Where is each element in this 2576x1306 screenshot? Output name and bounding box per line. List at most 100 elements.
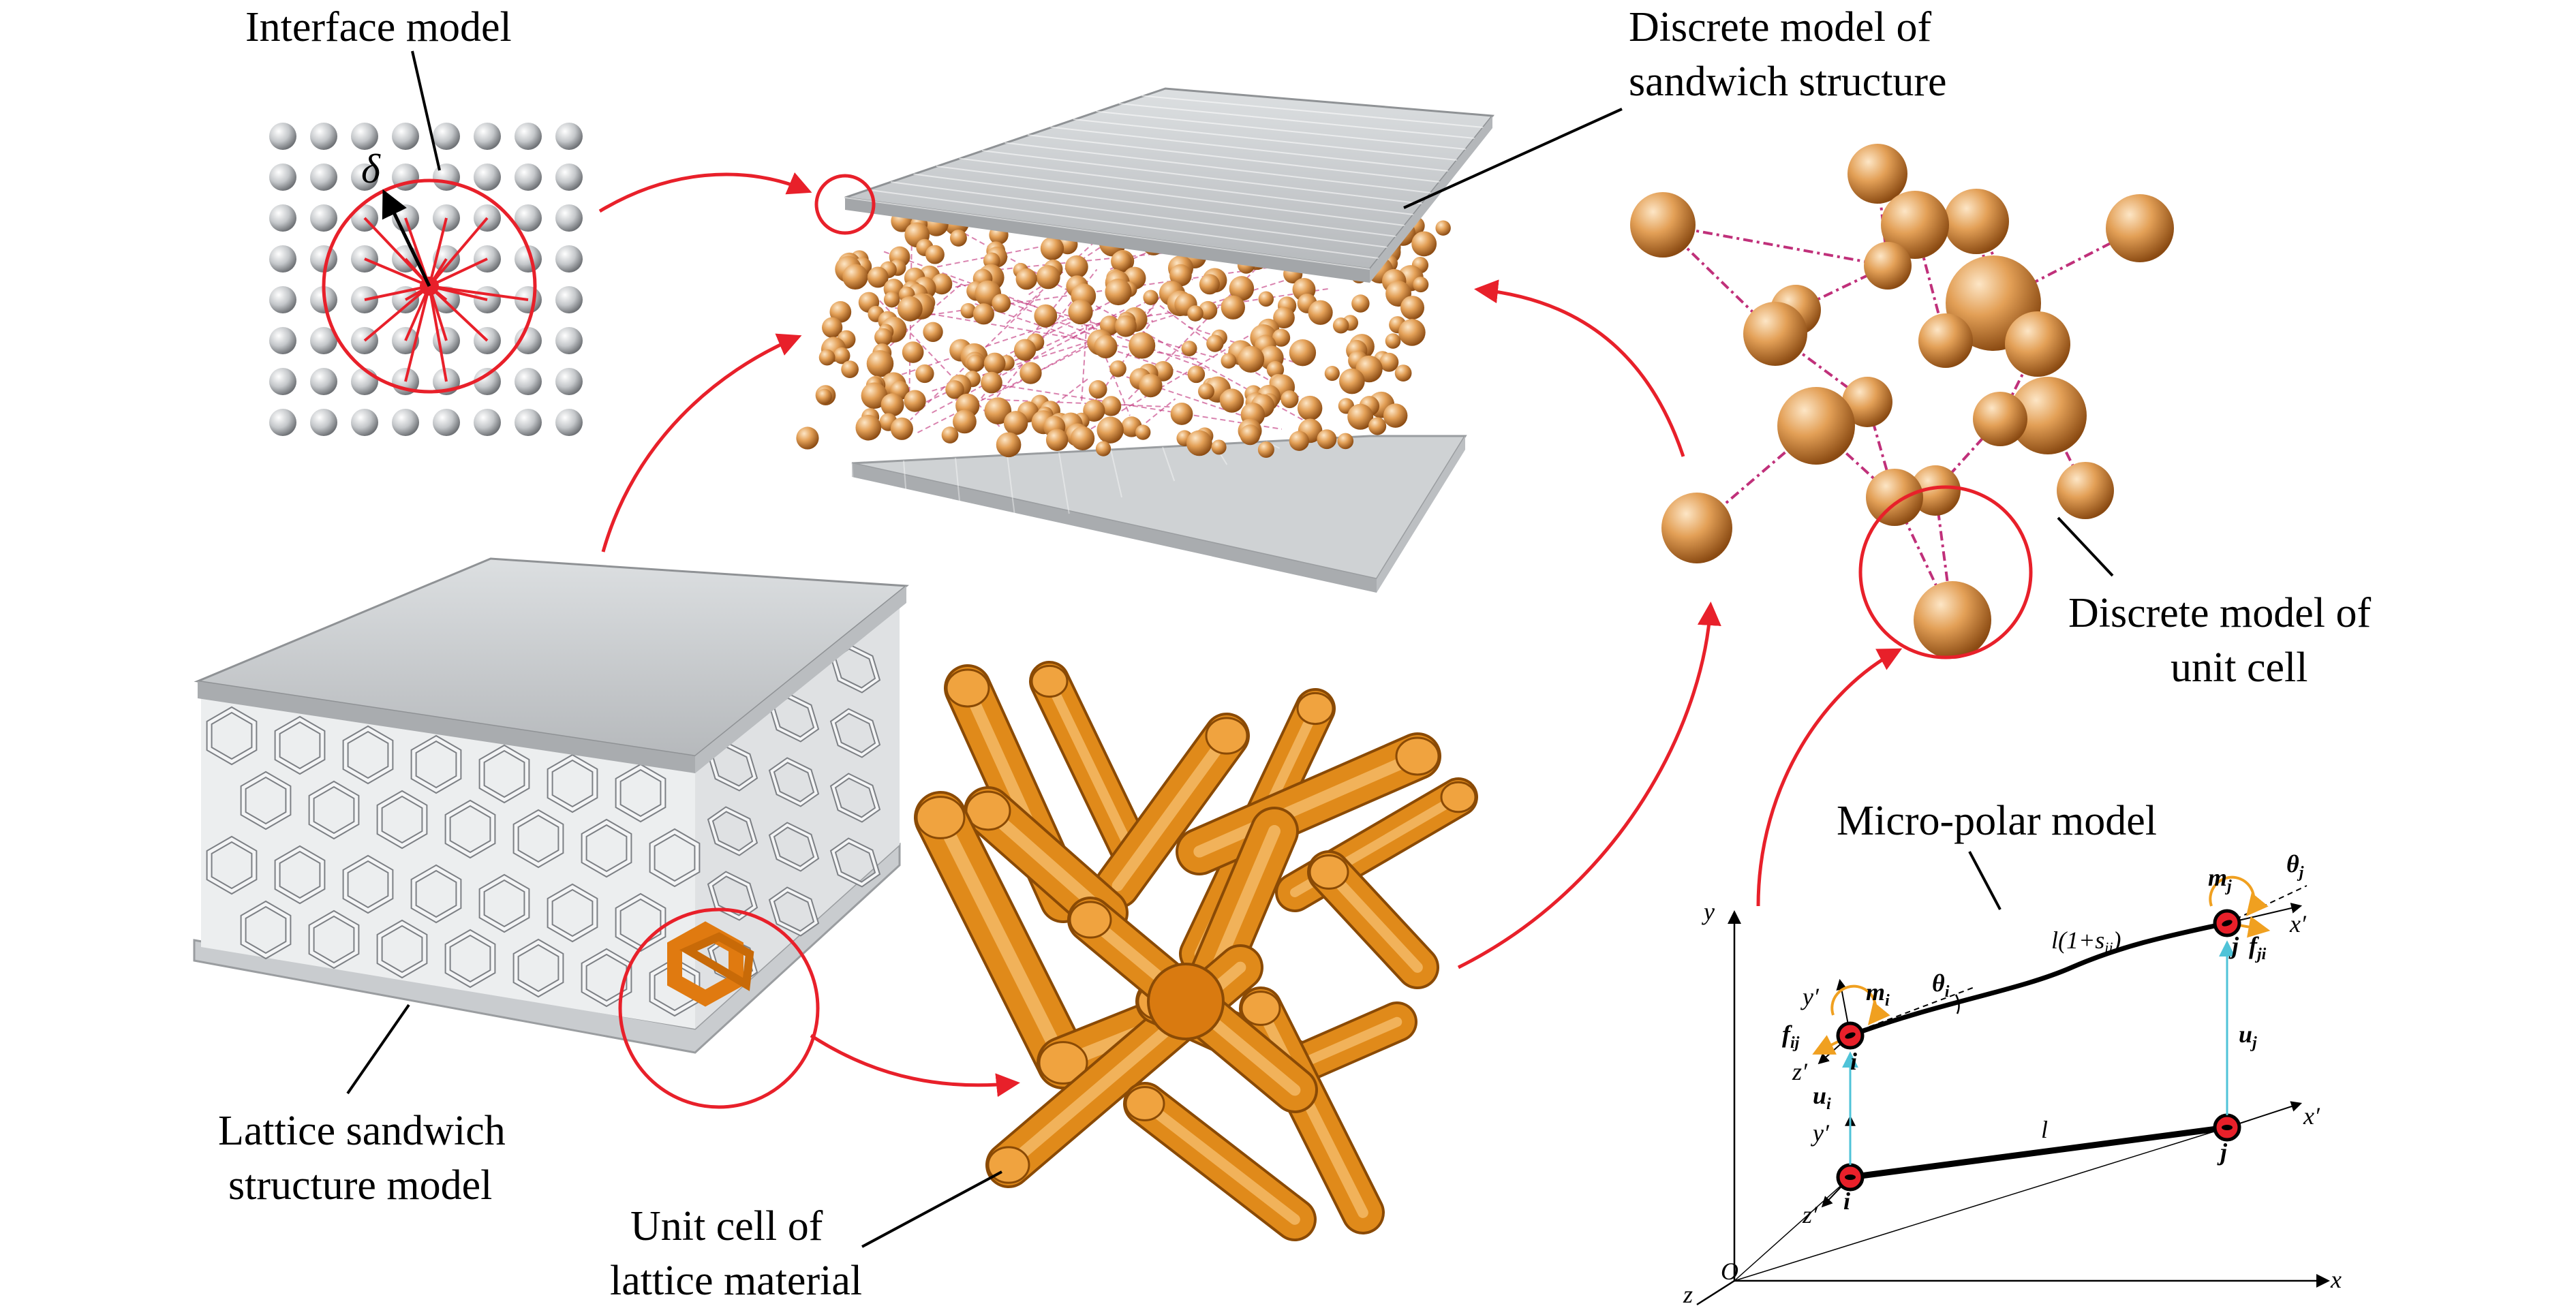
core-sphere [1068,299,1093,325]
core-sphere [796,426,819,450]
interface-sphere [433,123,460,150]
top-plate-texture [844,95,1484,270]
interface-sphere [269,409,296,436]
interface-sphere [555,123,583,150]
interface-sphere [555,245,583,273]
x-prime-top: x′ [2289,910,2307,937]
core-sphere [1237,345,1265,373]
interface-sphere [310,123,337,150]
core-sphere [1095,441,1111,456]
interface-sphere [433,164,460,191]
axis-y-label: y [1702,898,1715,925]
unit-cell-panel: Unit cell of lattice material [610,661,1478,1304]
interface-sphere [515,368,542,395]
lattice-sandwich-label-2: structure model [228,1162,492,1209]
interface-sphere [555,164,583,191]
unit-sphere [1944,189,2009,254]
core-sphere [1289,339,1317,367]
arrow-interface-to-discrete [598,172,812,213]
core-sphere [818,349,835,366]
core-sphere [816,388,832,405]
core-sphere [1368,417,1387,435]
discrete-unit-label-2: unit cell [2171,644,2307,691]
m-i-label: mi [1866,978,1890,1010]
core-sphere [874,328,893,346]
interface-ray [364,258,430,287]
moment-j-arc [2209,875,2269,916]
node-i-top-label: i [1850,1048,1857,1075]
core-sphere [1273,307,1295,329]
interface-sphere [555,286,583,313]
core-sphere [960,302,977,319]
unit-sphere [1630,192,1696,258]
interface-sphere [555,409,583,436]
core-sphere [931,273,953,295]
core-sphere [1229,276,1255,301]
core-sphere [1181,341,1197,357]
core-sphere [1317,429,1337,450]
z-prime-top: z′ [1792,1058,1808,1085]
core-sphere [1109,360,1126,377]
core-sphere [1413,277,1429,293]
core-sphere [1221,295,1245,320]
lattice-highlight-circle [618,907,820,1109]
core-sphere [1211,439,1227,455]
unit-sphere [2057,462,2114,519]
arrow-micropolar-to-node [1756,648,1903,907]
interface-sphere [351,409,378,436]
core-sphere [1257,441,1274,458]
theta-j-label: θj [2286,850,2304,882]
core-sphere [1219,388,1244,413]
node-i-deformed [1836,1021,1865,1050]
core-sphere [1385,333,1401,349]
core-sphere [1097,416,1124,444]
core-sphere [897,296,923,322]
core-sphere [1198,300,1218,320]
core-sphere [1186,430,1212,456]
arrow-lattice-to-discrete [601,333,802,553]
core-sphere [833,347,850,364]
unit-sphere [1661,493,1732,563]
core-sphere [1088,380,1107,399]
unit-sphere [1743,302,1807,366]
core-sphere [829,301,852,323]
discrete-sandwich-panel: Discrete model of sandwich structure [796,4,1947,593]
interface-sphere [310,409,337,436]
delta-arrow [382,189,431,287]
core-sphere [1019,362,1042,384]
axis-x-label: x [2330,1266,2342,1293]
unit-cell-leader [861,1170,1002,1248]
interface-ray [429,258,488,287]
core-sphere [949,229,967,247]
interface-sphere [515,245,542,273]
undeformed-beam [1850,1124,2228,1181]
core-sphere [996,432,1022,458]
core-sphere [1003,411,1028,435]
interface-sphere [351,164,378,191]
core-sphere [941,426,959,444]
interface-sphere [269,368,296,395]
unit-sphere [1973,392,2027,446]
core-sphere [855,414,882,441]
node-j-bottom-label: j [2217,1138,2228,1166]
core-sphere [925,245,945,264]
core-sphere [1289,431,1309,451]
core-sphere [1083,399,1105,422]
x-prime-bottom: x′ [2303,1102,2320,1130]
unit-sphere [1866,469,1923,526]
interface-radius-circle [322,178,537,394]
interface-ray [428,217,448,287]
interface-sphere [392,123,419,150]
core-sphere [1337,433,1354,450]
core-sphere [866,349,894,377]
discrete-bottom-plate [851,435,1467,580]
delta-symbol: δ [361,146,381,191]
core-sphere [1114,315,1137,337]
interface-ray [404,285,431,341]
u-i-label: ui [1813,1082,1831,1113]
axis-z-label: z [1683,1281,1693,1306]
core-sphere [904,390,926,412]
interface-ray [429,285,529,301]
core-sphere [992,294,1011,313]
